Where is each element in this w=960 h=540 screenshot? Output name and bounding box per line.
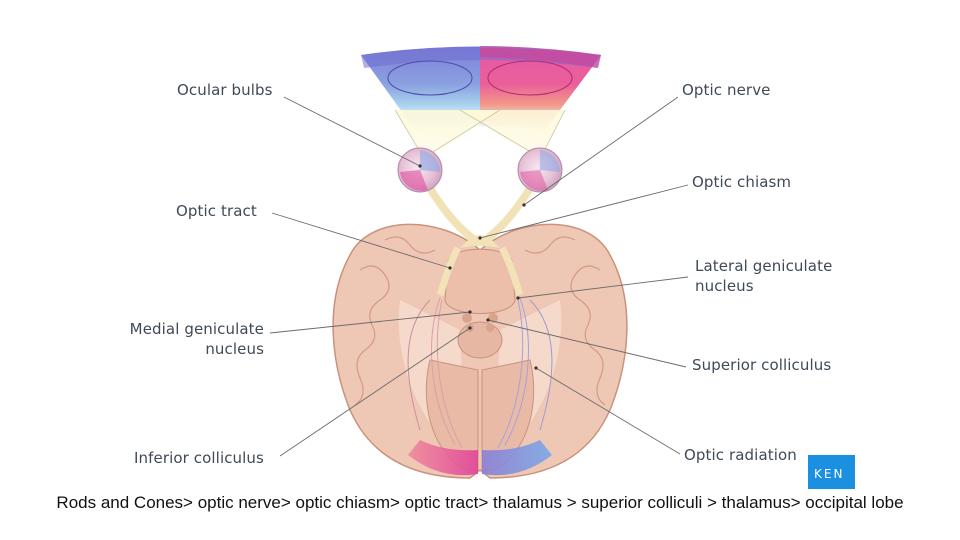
leader-lateral-geniculate bbox=[517, 276, 689, 299]
label-medial-geniculate-nucleus: Medial geniculate nucleus bbox=[118, 319, 264, 359]
leader-inferior-colliculus bbox=[279, 327, 471, 457]
label-inferior-colliculus: Inferior colliculus bbox=[134, 449, 264, 467]
leader-dots bbox=[418, 164, 538, 370]
brand-logo-text: KEN bbox=[814, 467, 845, 481]
slide-caption: Rods and Cones> optic nerve> optic chias… bbox=[56, 493, 904, 512]
label-ocular-bulbs: Ocular bulbs bbox=[177, 81, 273, 99]
optic-pathway bbox=[407, 181, 553, 449]
label-medial-geniculate-line1: Medial geniculate bbox=[129, 320, 264, 338]
visual-field bbox=[361, 46, 601, 130]
leader-optic-chiasm bbox=[479, 184, 689, 239]
label-optic-nerve: Optic nerve bbox=[682, 81, 771, 99]
ocular-bulbs bbox=[397, 147, 563, 193]
label-optic-tract: Optic tract bbox=[176, 202, 257, 220]
leader-medial-geniculate bbox=[269, 311, 471, 334]
label-lateral-geniculate-line2: nucleus bbox=[695, 277, 754, 295]
label-lateral-geniculate-nucleus: Lateral geniculate nucleus bbox=[695, 256, 832, 296]
label-superior-colliculus: Superior colliculus bbox=[692, 356, 832, 374]
brain bbox=[332, 223, 628, 479]
light-cones bbox=[394, 109, 566, 160]
leader-optic-radiation bbox=[535, 367, 681, 455]
label-optic-chiasm: Optic chiasm bbox=[692, 173, 792, 191]
label-optic-radiation: Optic radiation bbox=[684, 446, 797, 464]
label-medial-geniculate-line2: nucleus bbox=[205, 340, 264, 358]
brand-logo: KEN bbox=[808, 455, 855, 489]
leader-optic-nerve bbox=[523, 96, 679, 206]
leader-optic-tract bbox=[271, 212, 451, 269]
leader-lines bbox=[269, 96, 689, 457]
leader-superior-colliculus bbox=[487, 319, 687, 368]
label-lateral-geniculate-line1: Lateral geniculate bbox=[695, 257, 833, 275]
leader-ocular-bulbs bbox=[283, 96, 421, 167]
